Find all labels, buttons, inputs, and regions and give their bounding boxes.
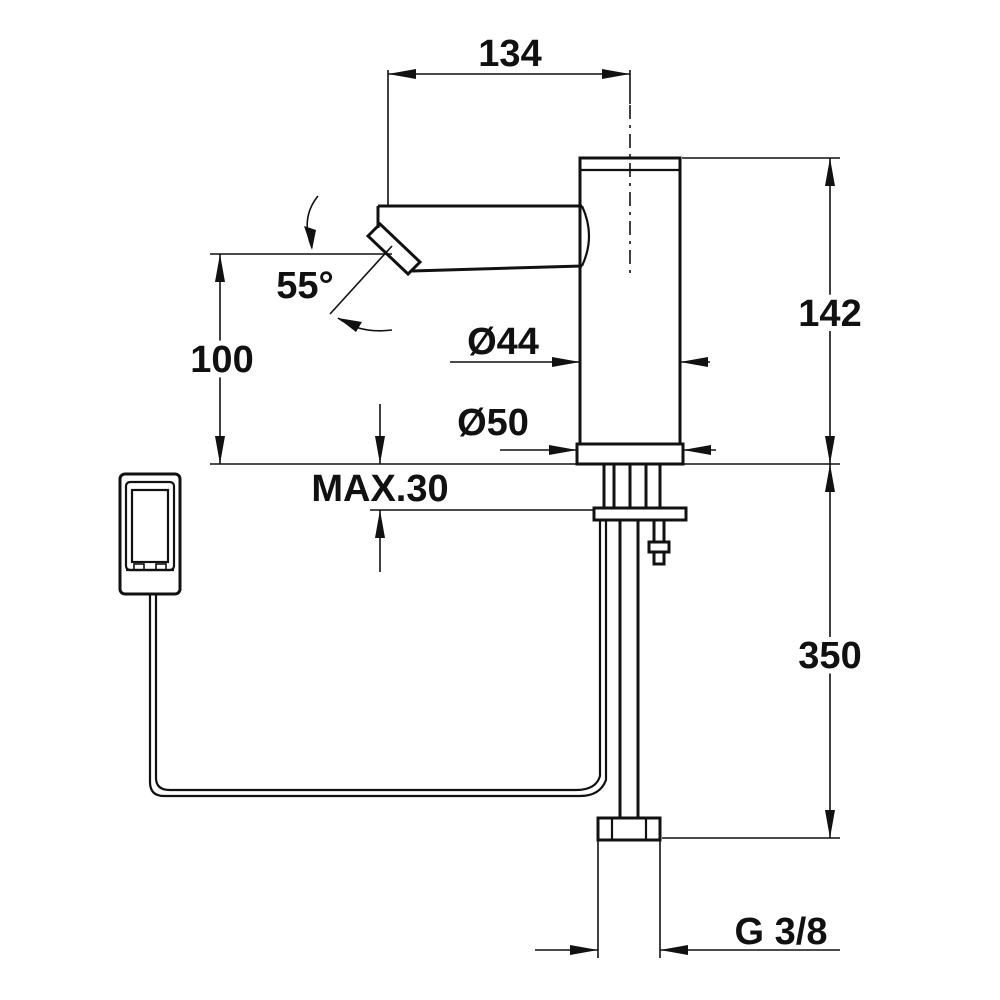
dim-spout-clearance: 100 [185, 253, 392, 464]
spout-reach-label: 134 [478, 33, 541, 75]
control-box [118, 472, 182, 596]
body-diameter-label: Ø44 [467, 321, 539, 363]
below-counter-length-label: 350 [798, 635, 861, 677]
dim-base-diameter: Ø50 [457, 402, 716, 455]
mounting-assembly [592, 464, 688, 842]
spout [365, 204, 591, 277]
dim-spout-reach: 134 [387, 33, 631, 206]
sensor-cable [148, 520, 608, 798]
dim-max-counter-thickness: MAX.30 [311, 404, 594, 572]
dim-body-diameter: Ø44 [450, 321, 710, 367]
dim-spray-angle: 55° [276, 195, 393, 332]
spout-clearance-label: 100 [190, 339, 253, 381]
max-counter-thickness-label: MAX.30 [311, 468, 448, 510]
spray-angle-label: 55° [276, 265, 333, 307]
dim-connection-thread: G 3/8 [535, 840, 840, 958]
faucet-body [575, 105, 685, 466]
base-diameter-label: Ø50 [457, 402, 529, 444]
dim-below-counter-length: 350 [662, 464, 867, 839]
dim-body-height: 142 [682, 157, 867, 464]
connection-thread-label: G 3/8 [735, 911, 828, 953]
body-height-label: 142 [798, 293, 861, 335]
